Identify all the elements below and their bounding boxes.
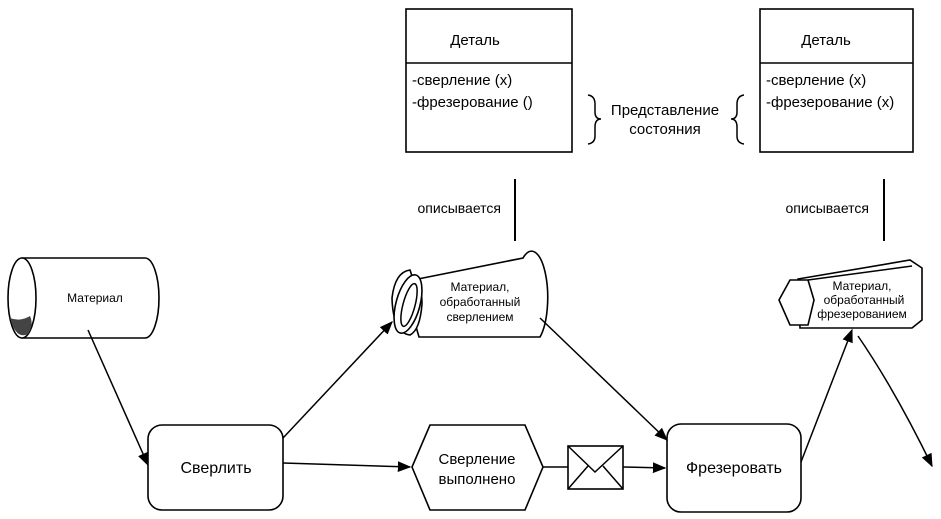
class-right-attr-2: -фрезерование (x) (766, 94, 894, 111)
event-drilled: Сверление выполнено (411, 424, 544, 511)
state-representation-line2: состояния (629, 121, 700, 138)
material-raw-object: Материал (7, 257, 160, 339)
envelope-icon (567, 445, 624, 490)
activity-drill: Сверлить (147, 424, 284, 511)
material-milled-line2: обработанный (824, 293, 905, 307)
arrow-envelope-to-mill (622, 462, 667, 474)
right-brace (730, 94, 745, 145)
describes-left-label: описывается (418, 200, 501, 216)
arrow-drilled-material-to-mill (539, 317, 668, 441)
material-milled-line3: фрезерованием (817, 307, 907, 321)
flow-arrows (87, 317, 933, 474)
class-box-left: Деталь -сверление (x) -фрезерование () (405, 8, 573, 153)
state-representation-line1: Представление (611, 102, 719, 119)
class-right-title: Деталь (801, 32, 851, 49)
describes-right-label: описывается (786, 200, 869, 216)
event-drilled-line2: выполнено (439, 471, 516, 488)
class-left-title: Деталь (450, 32, 500, 49)
describes-link-right: описывается (786, 179, 885, 241)
activity-drill-label: Сверлить (180, 460, 251, 477)
describes-link-left: описывается (418, 179, 516, 241)
state-representation: Представление состояния (587, 94, 745, 145)
activity-mill: Фрезеровать (666, 423, 802, 513)
material-raw-label: Материал (67, 291, 123, 305)
arrow-drill-to-event (282, 461, 412, 473)
left-brace (587, 94, 602, 145)
class-left-attr-1: -сверление (x) (412, 72, 512, 89)
arrow-drill-to-drilled-material (282, 321, 393, 439)
material-milled-object: Материал, обработанный фрезерованием (778, 259, 923, 329)
class-right-attr-1: -сверление (x) (766, 72, 866, 89)
class-left-attr-2: -фрезерование () (412, 94, 533, 111)
material-drilled-line2: обработанный (440, 295, 521, 309)
material-milled-line1: Материал, (833, 279, 892, 293)
class-box-right: Деталь -сверление (x) -фрезерование (x) (759, 8, 914, 153)
activity-mill-label: Фрезеровать (686, 460, 782, 477)
arrow-material-to-drill (87, 329, 149, 467)
material-drilled-object: Материал, обработанный сверлением (391, 250, 549, 338)
event-drilled-line1: Сверление (439, 451, 516, 468)
material-drilled-line1: Материал, (451, 280, 510, 294)
arrow-milled-material-out (857, 335, 933, 468)
arrow-mill-to-milled-material (800, 328, 853, 463)
material-drilled-line3: сверлением (446, 310, 513, 324)
